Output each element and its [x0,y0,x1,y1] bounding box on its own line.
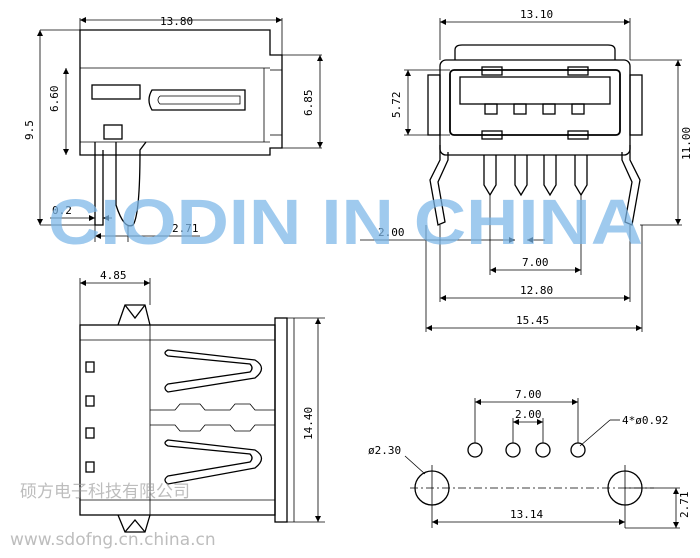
front-body-width-label: 13.10 [520,8,553,21]
top-view: 4.85 14.40 [79,269,325,533]
side-body-height-label: 6.60 [48,86,61,113]
watermark-main: CIODIN IN CHINA [48,186,643,258]
front-pin-pitch-label: 2.00 [378,226,405,239]
front-leg-span-label: 12.80 [520,284,553,297]
pcb-mount-hole-label: ø2.30 [368,444,401,457]
side-view: 13.80 9.5 6.60 6.85 0.2 2.71 [23,15,323,242]
pcb-pin-hole-label: 4*ø0.92 [622,414,668,427]
front-pin-span-label: 7.00 [522,256,549,269]
watermark-website: www.sdofng.cn.china.cn [10,530,216,550]
top-shell-depth-label: 4.85 [100,269,127,282]
pcb-pin-pitch-label: 2.00 [515,408,542,421]
pcb-layout: 7.00 2.00 4*ø0.92 ø2.30 13.14 2.71 [368,388,691,529]
pcb-mount-span-label: 13.14 [510,508,543,521]
side-width-label: 13.80 [160,15,193,28]
pcb-mount-offset-label: 2.71 [678,492,691,519]
front-port-height-label: 5.72 [390,92,403,119]
side-flange-height-label: 6.85 [302,90,315,117]
side-offset-label: 0.2 [52,204,72,217]
watermark-company: 硕方电子科技有限公司 [20,482,190,502]
side-pin-spacing-label: 2.71 [172,222,199,235]
side-total-height-label: 9.5 [23,120,36,140]
pcb-pin-span-label: 7.00 [515,388,542,401]
top-length-label: 14.40 [302,407,315,440]
front-total-height-label: 11.00 [680,127,693,160]
front-total-width-label: 15.45 [516,314,549,327]
front-view: 13.10 5.72 11.00 2.00 7.00 12.80 15.45 [360,8,693,332]
